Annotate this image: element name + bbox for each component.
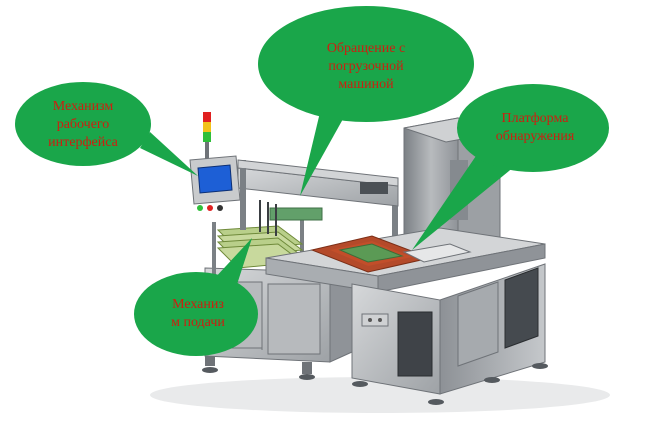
hmi-panel (189, 112, 246, 218)
loader-gantry (237, 159, 399, 238)
detection-body (265, 227, 548, 405)
callout-feeder-bubble (134, 238, 258, 356)
callout-loader-line-3: машиной (338, 77, 394, 92)
callout-platform-line-1: Платформа (501, 111, 569, 126)
callout-hmi-line-3: интерфейса (48, 135, 118, 150)
signal-light-red (203, 112, 211, 122)
signal-light-yellow (203, 122, 211, 132)
hmi-screen (197, 164, 233, 194)
callout-hmi-bubble (15, 82, 198, 176)
detection-fixture (310, 235, 472, 273)
callout-platform-label: Платформа обнаружения (480, 110, 590, 146)
callout-hmi-label: Механизм рабочего интерфейса (33, 98, 133, 152)
callout-platform-bubble (412, 84, 609, 250)
callout-platform-line-2: обнаружения (495, 129, 575, 144)
floor-shadow (150, 377, 610, 413)
callout-feeder-line-2: м подачи (171, 315, 225, 330)
callout-feeder-line-1: Механиз (172, 297, 224, 312)
callout-loader-bubble (258, 6, 474, 196)
callout-loader-label: Обращение с погрузочной машиной (306, 40, 426, 94)
callout-hmi-line-2: рабочего (56, 117, 110, 132)
callout-hmi-line-1: Механизм (52, 99, 114, 114)
signal-light-green (203, 132, 211, 142)
callout-feeder-label: Механиз м подачи (156, 296, 240, 332)
callout-loader-line-2: погрузочной (328, 59, 404, 74)
callout-loader-line-1: Обращение с (326, 41, 406, 56)
